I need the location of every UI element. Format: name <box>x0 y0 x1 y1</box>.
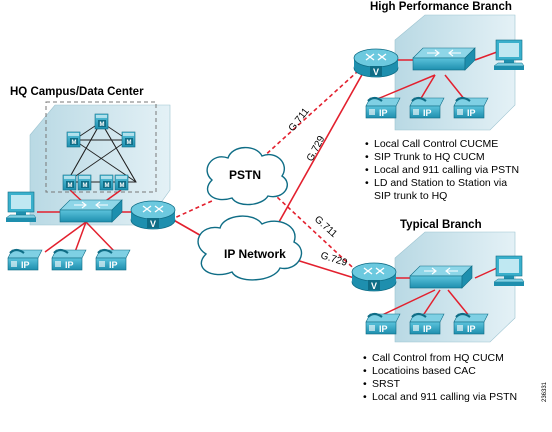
ip-phone: IP <box>50 248 88 272</box>
voice-router: V <box>351 262 397 292</box>
hq-pstn-link <box>169 199 215 221</box>
svg-text:IP: IP <box>467 108 476 118</box>
svg-text:M: M <box>105 183 110 189</box>
typ-pstn-link <box>261 182 365 279</box>
svg-text:IP: IP <box>467 324 476 334</box>
svg-text:IP: IP <box>423 108 432 118</box>
feature-bullet: • <box>365 138 369 150</box>
ip-network-label: IP Network <box>224 247 286 261</box>
high-perf-feature-list: • Local Call Control CUCME • SIP Trunk t… <box>365 138 519 202</box>
pstn-cloud: PSTN <box>206 146 288 206</box>
pc-workstation <box>493 255 525 287</box>
pc-workstation <box>5 191 37 223</box>
typ-ip-link <box>289 257 365 282</box>
pstn-label: PSTN <box>229 168 261 182</box>
feature-item: Local and 911 calling via PSTN <box>374 164 519 176</box>
hq-title: HQ Campus/Data Center <box>10 86 144 98</box>
ip-phone: IP <box>452 96 490 120</box>
svg-text:V: V <box>150 219 156 229</box>
typical-branch-devices: V IP IP IP <box>351 255 525 336</box>
svg-text:V: V <box>371 281 377 291</box>
call-manager: M <box>121 131 136 148</box>
hp-ip-codec-label: G.729 <box>305 134 328 164</box>
feature-bullet: • <box>363 352 367 364</box>
lan-switch <box>412 47 476 71</box>
feature-bullet: • <box>363 391 367 403</box>
voice-router: V <box>130 200 176 230</box>
feature-item: Locatioins based CAC <box>372 365 476 377</box>
call-manager: M <box>114 174 129 191</box>
wan-links <box>169 61 369 282</box>
hp-pstn-link <box>261 61 369 159</box>
typ-ip-codec-label: G.729 <box>319 250 349 269</box>
svg-text:V: V <box>373 67 379 77</box>
call-manager: M <box>62 174 77 191</box>
call-manager-cluster-box <box>45 101 157 193</box>
hp-pstn-codec-label: G.711 <box>287 106 312 134</box>
ip-phone: IP <box>364 312 402 336</box>
voice-router: V <box>353 48 399 78</box>
high-perf-devices: V IP IP IP <box>353 39 525 120</box>
ip-phone: IP <box>364 96 402 120</box>
svg-text:IP: IP <box>379 108 388 118</box>
typ-pstn-codec-label: G.711 <box>312 214 339 240</box>
lan-links <box>37 51 498 318</box>
feature-bullet: • <box>365 164 369 176</box>
typical-feature-list: • Call Control from HQ CUCM • Locatioins… <box>363 352 517 403</box>
feature-bullet: • <box>365 177 369 189</box>
ip-phone: IP <box>94 248 132 272</box>
hq-devices: M M M M M M M V IP IP IP <box>5 113 176 272</box>
lan-switch <box>59 199 123 223</box>
feature-item: LD and Station to Station via <box>374 177 507 189</box>
svg-text:M: M <box>100 122 105 128</box>
high-perf-branch-title: High Performance Branch <box>370 1 512 13</box>
ip-phone: IP <box>408 96 446 120</box>
call-manager: M <box>99 174 114 191</box>
svg-text:M: M <box>68 183 73 189</box>
ip-network-cloud: IP Network <box>197 215 303 281</box>
feature-bullet: • <box>365 151 369 163</box>
svg-text:M: M <box>83 183 88 189</box>
feature-item: Call Control from HQ CUCM <box>372 352 504 364</box>
feature-bullet: • <box>363 378 367 390</box>
feature-item: SIP Trunk to HQ CUCM <box>374 151 485 163</box>
feature-item: Local Call Control CUCME <box>374 138 498 150</box>
typical-branch-title: Typical Branch <box>400 219 482 231</box>
feature-item: SRST <box>372 378 401 390</box>
feature-item: SIP trunk to HQ <box>374 190 447 202</box>
ip-phone: IP <box>452 312 490 336</box>
lan-switch <box>409 265 473 289</box>
svg-text:IP: IP <box>109 260 118 270</box>
svg-text:IP: IP <box>423 324 432 334</box>
feature-bullet: • <box>363 365 367 377</box>
ip-phone: IP <box>6 248 44 272</box>
hp-ip-link <box>269 63 369 239</box>
hq-ip-link <box>169 217 206 239</box>
call-manager: M <box>66 131 81 148</box>
svg-text:IP: IP <box>21 260 30 270</box>
svg-text:IP: IP <box>65 260 74 270</box>
figure-id: 236331 <box>542 381 548 402</box>
svg-text:M: M <box>72 140 77 146</box>
pc-workstation <box>493 39 525 71</box>
call-manager: M <box>77 174 92 191</box>
svg-text:IP: IP <box>379 324 388 334</box>
svg-text:M: M <box>120 183 125 189</box>
call-manager: M <box>94 113 109 130</box>
ip-phone: IP <box>408 312 446 336</box>
feature-item: Local and 911 calling via PSTN <box>372 391 517 403</box>
svg-text:M: M <box>127 140 132 146</box>
